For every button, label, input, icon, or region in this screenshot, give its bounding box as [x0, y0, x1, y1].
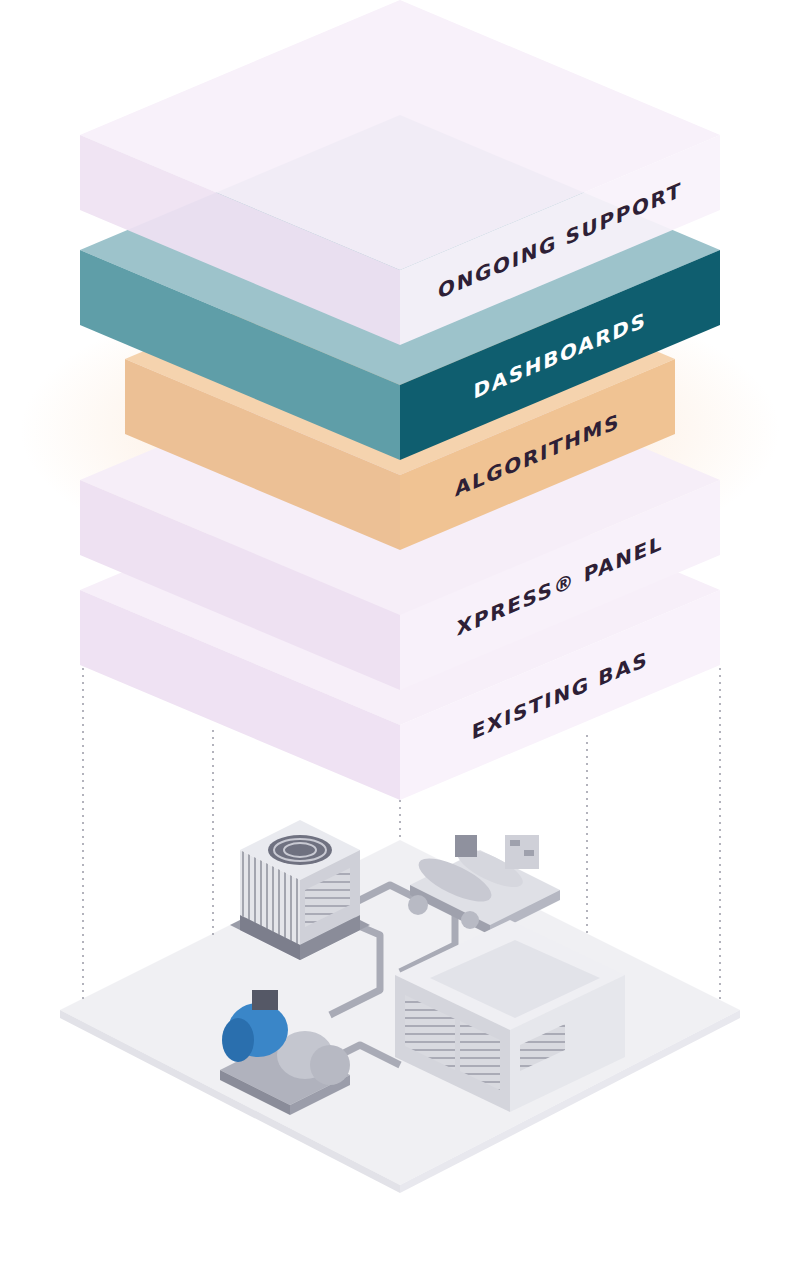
equipment-platform: [60, 840, 740, 1185]
air-handling-unit: [520, 1024, 565, 1071]
chiller: [461, 911, 479, 929]
pump: [252, 990, 278, 1010]
layer-label: EXISTING BAS: [472, 646, 648, 744]
ongoing-support-slab: [400, 135, 720, 345]
cooling-tower: [300, 915, 360, 960]
air-handling-unit: [460, 1021, 500, 1090]
equipment-platform: [60, 1010, 400, 1193]
cooling-tower: [240, 915, 300, 960]
chiller: [408, 895, 428, 915]
cooling-tower: [274, 839, 326, 861]
layer-label: XPRESS® PANEL: [457, 529, 663, 640]
cooling-tower: [305, 868, 350, 927]
cooling-tower: [284, 843, 316, 857]
layer-band: XPRESS® PANEL: [400, 480, 720, 690]
pump: [220, 990, 350, 1115]
chiller: [505, 835, 539, 869]
layer-band: ALGORITHMS: [400, 359, 675, 550]
ongoing-support-slab: [80, 0, 720, 345]
pump: [222, 1018, 254, 1062]
chiller: [510, 840, 520, 846]
guide-line: [719, 668, 721, 1000]
chiller: [408, 835, 560, 935]
guide-line: [586, 735, 588, 935]
cooling-tower: [230, 820, 370, 960]
layer-label: ONGOING SUPPORT: [438, 177, 682, 304]
air-handling-unit: [395, 975, 510, 1112]
pump: [220, 1070, 290, 1115]
guide-line: [399, 800, 401, 840]
layer-label: ALGORITHMS: [455, 408, 620, 502]
air-handling-unit: [395, 920, 625, 1112]
air-handling-unit: [405, 995, 455, 1070]
layer-label: DASHBOARDS: [474, 307, 647, 404]
cooling-tower: [268, 835, 332, 865]
chiller: [524, 850, 534, 856]
guide-line: [82, 668, 84, 1000]
guide-line: [212, 730, 214, 935]
air-handling-unit: [510, 975, 625, 1112]
equipment-platform: [60, 840, 740, 1193]
chiller: [455, 835, 477, 857]
ongoing-support-slab: [80, 135, 400, 345]
pump: [310, 1045, 350, 1085]
layer-band: ONGOING SUPPORT: [400, 135, 720, 345]
layer-band: EXISTING BAS: [400, 590, 720, 800]
